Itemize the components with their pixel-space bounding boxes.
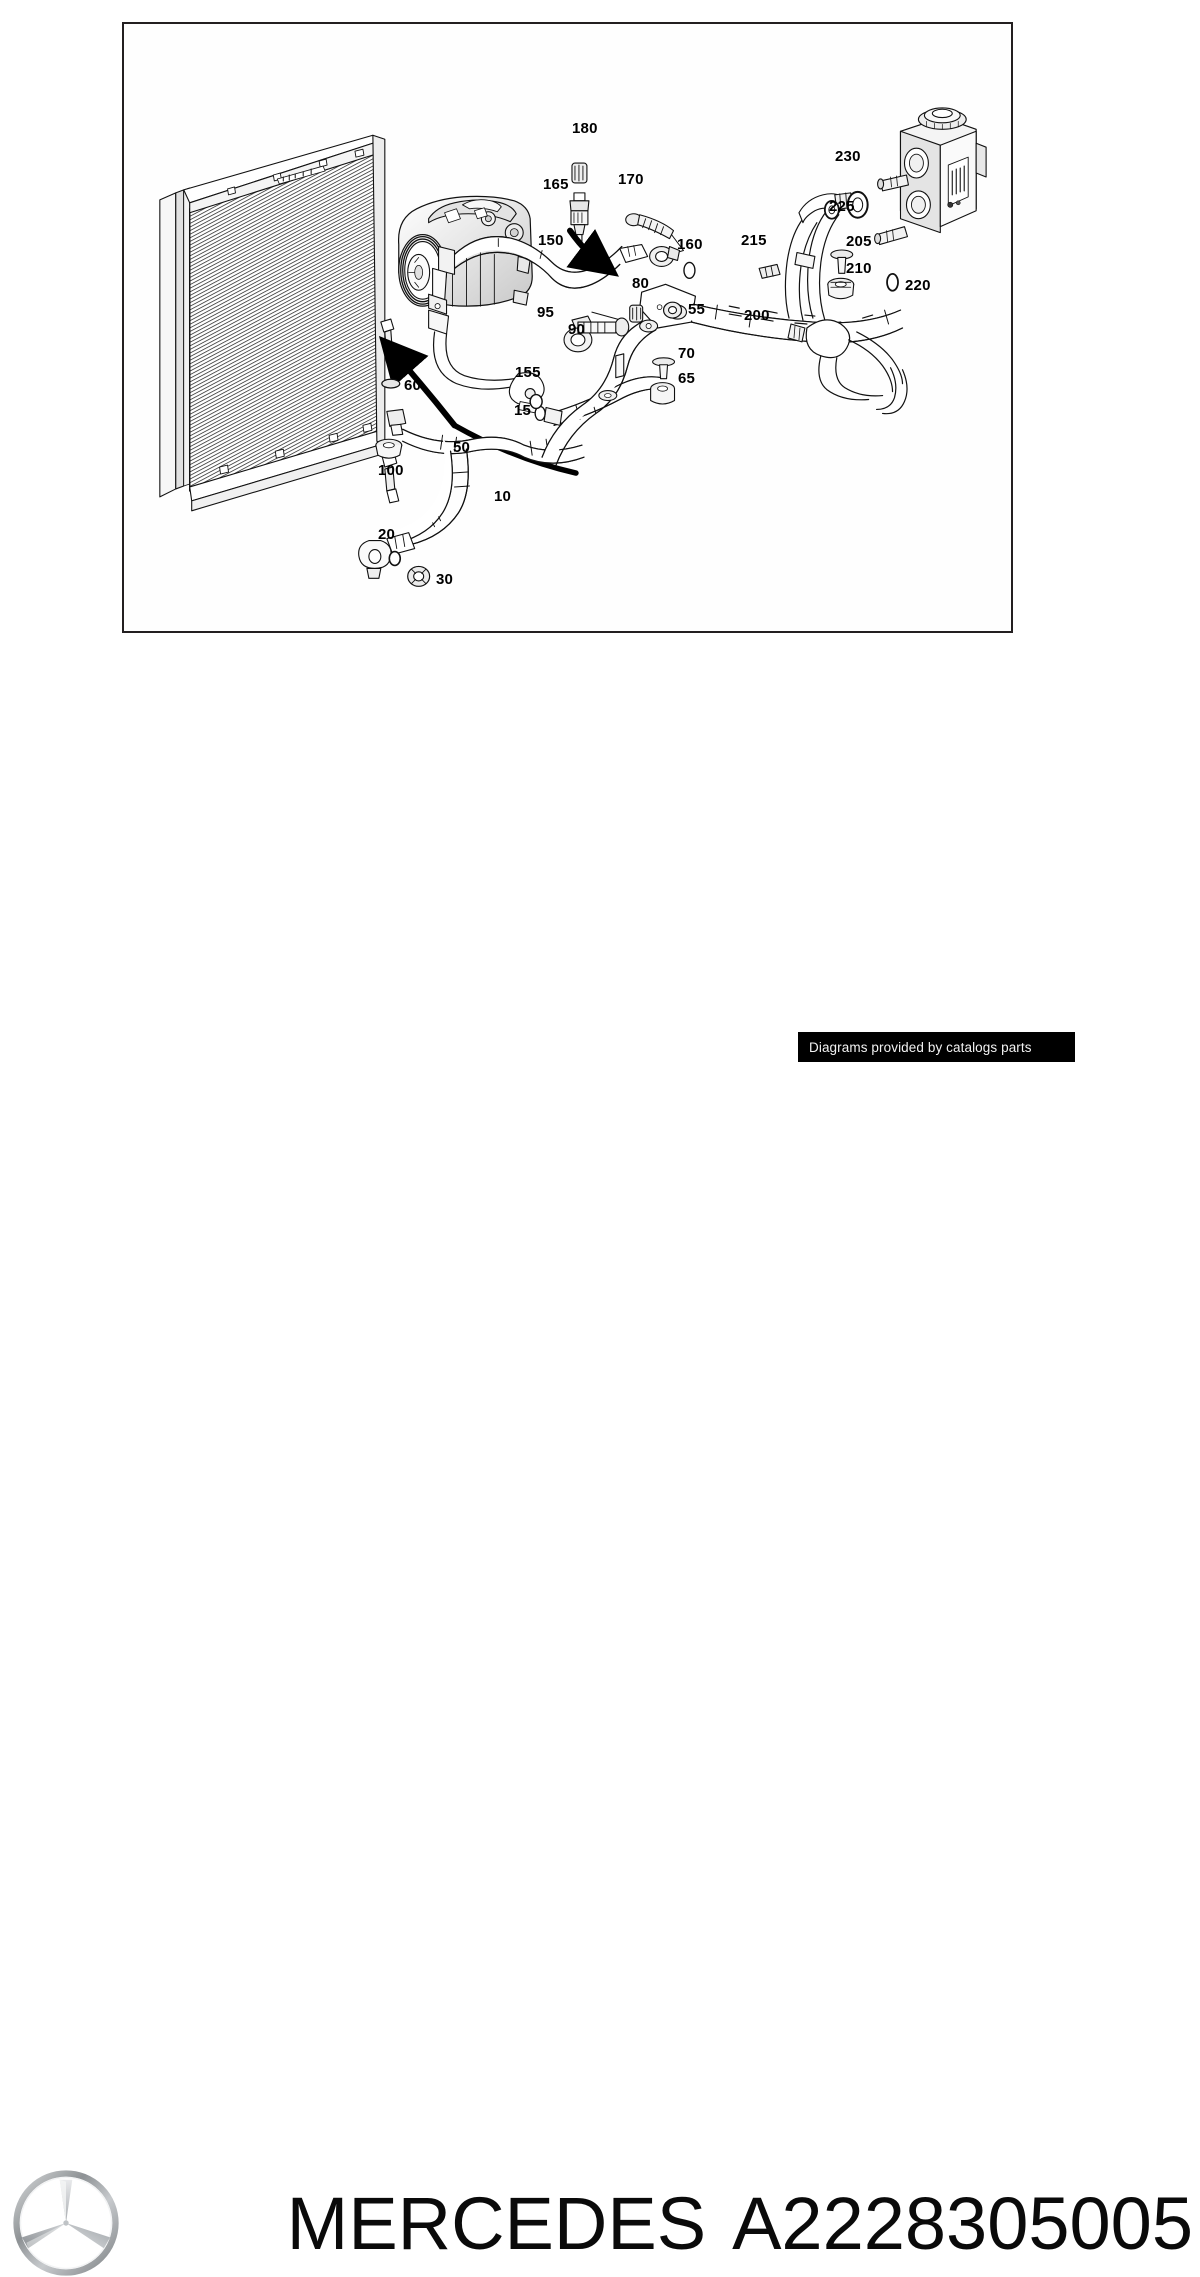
brand-name: MERCEDES: [286, 2181, 707, 2265]
callout-50: 50: [453, 439, 471, 456]
callout-15: 15: [514, 402, 532, 419]
parts-diagram-frame: 180 165 170 230 225 150 160 215 205 210 …: [122, 22, 1013, 633]
callout-170: 170: [618, 171, 644, 188]
lines-10-50: [358, 408, 585, 579]
part-155: [529, 393, 543, 410]
mercedes-star-icon: [13, 2170, 119, 2276]
part-65: [650, 382, 676, 405]
part-95: [577, 317, 630, 337]
watermark-banner: Diagrams provided by catalogs parts: [798, 1032, 1075, 1062]
parts-diagram-illustration: [159, 107, 987, 587]
callout-225: 225: [829, 198, 855, 215]
callout-230: 230: [835, 148, 861, 165]
part-60: [381, 378, 401, 389]
callout-10: 10: [494, 488, 512, 505]
condenser-assembly: [159, 134, 400, 512]
callout-205: 205: [846, 233, 872, 250]
part-220: [886, 272, 899, 292]
part-80: [629, 304, 644, 323]
part-55: [662, 301, 683, 319]
callout-30: 30: [436, 571, 454, 588]
lower-mid-assembly: [541, 311, 659, 466]
callout-70: 70: [678, 345, 696, 362]
expansion-valve: [874, 107, 987, 246]
watermark-text: Diagrams provided by catalogs parts: [809, 1039, 1032, 1055]
callout-65: 65: [678, 370, 696, 387]
callout-100: 100: [378, 462, 404, 479]
page-root: 180 165 170 230 225 150 160 215 205 210 …: [0, 22, 1200, 2276]
callout-210: 210: [846, 260, 872, 277]
callout-220: 220: [905, 277, 931, 294]
callout-200: 200: [744, 307, 770, 324]
callout-60: 60: [404, 377, 422, 394]
junction-160: [619, 244, 697, 329]
part-20: [388, 550, 402, 567]
callout-20: 20: [378, 526, 396, 543]
part-number: A2228305005: [732, 2181, 1193, 2265]
part-70: [652, 357, 676, 380]
callout-150: 150: [538, 232, 564, 249]
callout-180: 180: [572, 120, 598, 137]
callout-155: 155: [515, 364, 541, 381]
part-205: [830, 249, 854, 274]
part-100: [375, 438, 403, 459]
callout-215: 215: [741, 232, 767, 249]
callout-80: 80: [632, 275, 650, 292]
callout-95: 95: [537, 304, 555, 321]
callout-55: 55: [688, 301, 706, 318]
footer: MERCEDES A2228305005: [0, 1082, 1200, 2276]
part-215: [758, 263, 781, 279]
reference-arrow: [378, 335, 458, 429]
callout-160: 160: [677, 236, 703, 253]
callout-90: 90: [568, 321, 586, 338]
part-210: [827, 277, 855, 300]
callout-165: 165: [543, 176, 569, 193]
footer-part-title: MERCEDES A2228305005: [133, 2178, 1193, 2268]
part-30: [407, 565, 431, 587]
right-hose-group: [784, 192, 908, 415]
part-165-sensor: [566, 162, 619, 277]
